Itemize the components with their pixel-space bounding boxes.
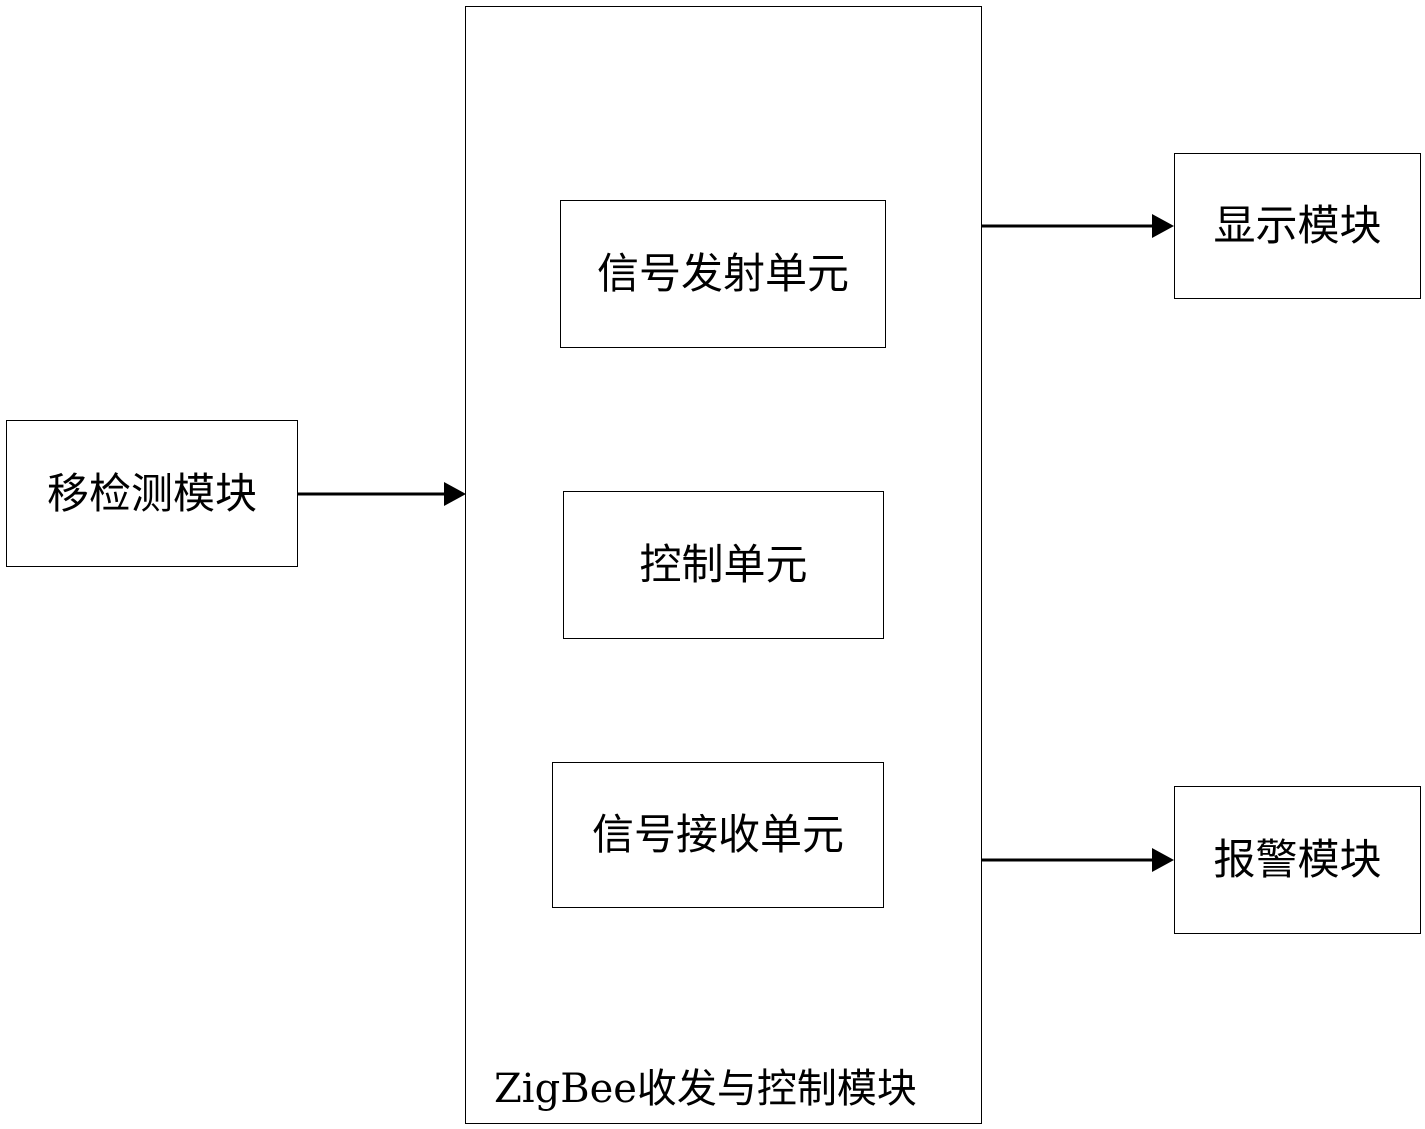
control-unit-label: 控制单元 — [639, 540, 808, 589]
control-unit-box: 控制单元 — [563, 491, 884, 639]
alarm-module-label: 报警模块 — [1213, 835, 1382, 884]
alarm-module-box: 报警模块 — [1174, 786, 1421, 934]
arrow-zigbee-to-alarm — [982, 848, 1174, 872]
arrow-detect-to-zigbee — [298, 482, 466, 506]
signal-transmit-unit-label: 信号发射单元 — [596, 249, 849, 298]
zigbee-module-label: ZigBee收发与控制模块 — [494, 1066, 917, 1112]
signal-receive-unit-box: 信号接收单元 — [552, 762, 884, 908]
display-module-box: 显示模块 — [1174, 153, 1421, 299]
signal-transmit-unit-box: 信号发射单元 — [560, 200, 886, 348]
signal-receive-unit-label: 信号接收单元 — [591, 810, 844, 859]
detection-module-label: 移检测模块 — [46, 468, 257, 518]
detection-module-box: 移检测模块 — [6, 420, 298, 567]
display-module-label: 显示模块 — [1213, 201, 1382, 250]
arrow-zigbee-to-display — [982, 214, 1174, 238]
